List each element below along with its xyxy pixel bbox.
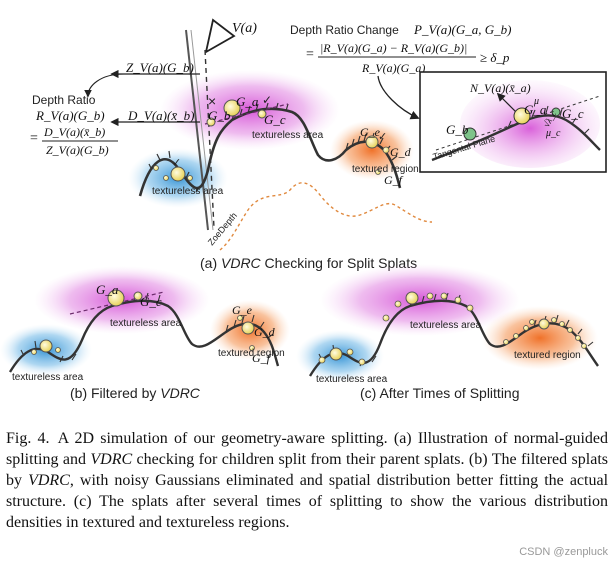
caption-emph-1: VDRC <box>90 451 133 468</box>
caption-text-2: checking for children split from their p… <box>6 451 608 489</box>
zoedepth-label: ZoeDepth <box>206 211 239 248</box>
label-gd: G_d <box>390 145 412 159</box>
inset-box: Tangental Plane N_V(a)(x̄_a) G_b G_a G_c… <box>419 71 607 173</box>
zoedepth-curve <box>219 182 433 251</box>
panel-a-title: (a) VDRC Checking for Split Splats <box>200 255 417 271</box>
depth-ratio-change-numerator: |R_V(a)(G_a) − R_V(a)(G_b)| <box>320 41 467 55</box>
figure-caption: Fig. 4.A 2D simulation of our geometry-a… <box>6 428 608 533</box>
depth-ratio-change-title: Depth Ratio Change <box>290 23 399 37</box>
accept-mark-orange: ✓ <box>378 131 387 143</box>
surface-curve-c <box>308 299 599 377</box>
figure-4: V(a) ZoeDepth G_a G_b G_c × ✓ ✓ G_e G_d … <box>0 18 607 401</box>
depth-ratio-denominator: Z_V(a)(G_b) <box>46 143 109 157</box>
accept-mark-gc: ✓ <box>262 93 272 107</box>
caption-emph-2: VDRC <box>28 472 70 489</box>
region-label-a-3: textured region <box>352 164 419 175</box>
reject-mark: × <box>208 93 216 109</box>
label-gc: G_c <box>264 112 286 127</box>
depth-ratio-equals: = <box>30 131 38 146</box>
b-label-gc: G_c <box>140 294 162 309</box>
label-gb: G_b <box>208 108 231 123</box>
caption-prefix: Fig. 4. <box>6 430 50 447</box>
region-label-a-1: textureless area <box>252 130 324 141</box>
depth-ratio-change-denominator: R_V(a)(G_a) <box>361 61 425 75</box>
depth-gb-label: Z_V(a)(G_b) <box>126 60 194 75</box>
label-gf: G_f <box>384 173 404 187</box>
inset-gc: G_c <box>562 106 584 121</box>
label-ga: G_a <box>236 94 259 109</box>
depth-ratio-change-symbol: P_V(a)(G_a, G_b) <box>413 22 511 37</box>
splat-orange-main <box>365 135 379 149</box>
depth-ratio-change-formula: Depth Ratio Change P_V(a)(G_a, G_b) = |R… <box>290 22 511 75</box>
change-arrow <box>377 75 420 120</box>
b-label-gd: G_d <box>254 325 276 339</box>
panel-a: V(a) ZoeDepth G_a G_b G_c × ✓ ✓ G_e G_d … <box>30 18 607 271</box>
splat-ga <box>223 99 241 117</box>
region-label-a-2: textureless area <box>152 186 224 197</box>
caption-text-3: , with noisy Gaussians eliminated and sp… <box>6 472 609 531</box>
camera-icon <box>204 18 236 54</box>
inset-mu-c: μ_c <box>545 128 561 139</box>
b-label-ga: G_a <box>96 282 119 297</box>
region-label-b-3: textured region <box>218 348 285 359</box>
inset-surface <box>431 114 601 162</box>
inset-ga: G_a <box>524 102 547 117</box>
region-label-c-1: textureless area <box>410 320 482 331</box>
depth-ratio-title: Depth Ratio <box>32 93 96 107</box>
principal-axis <box>204 103 289 125</box>
depth-ratio-formula: Depth Ratio R_V(a)(G_b) = D_V(a)(x̄_b) Z… <box>30 93 118 157</box>
depth-xb-label: D_V(a)(x̄_b) <box>127 108 194 123</box>
inset-mu: μ <box>533 96 539 107</box>
magenta-glow <box>160 70 340 150</box>
region-label-c-2: textureless area <box>316 374 388 385</box>
panel-b-title: (b) Filtered by VDRC <box>70 385 201 401</box>
depth-ratio-change-equals: = <box>306 47 314 62</box>
camera-ray <box>204 49 215 229</box>
splat-gc <box>257 109 267 119</box>
label-ge: G_e <box>360 125 381 139</box>
surface-curve-b <box>8 299 280 373</box>
splat-gb <box>206 117 216 127</box>
panel-b: G_a G_c G_e G_d G_f textureless area tex… <box>0 266 290 401</box>
magenta-glow-c <box>320 264 520 336</box>
caption-text-1: A 2D simulation of our geometry-aware sp… <box>6 430 608 468</box>
camera-label: V(a) <box>232 21 257 36</box>
inset-gb: G_b <box>446 122 469 137</box>
b-label-gf: G_f <box>252 351 272 365</box>
accept-mark-blue: ✓ <box>172 157 181 169</box>
image-plane <box>185 29 209 231</box>
depth-ratio-change-relation: ≥ δ_p <box>480 50 510 65</box>
region-label-c-3: textured region <box>514 350 581 361</box>
region-label-b-2: textureless area <box>12 372 84 383</box>
panel-c-title: (c) After Times of Splitting <box>360 385 520 401</box>
b-label-ge: G_e <box>232 303 253 317</box>
watermark: CSDN @zenpluck <box>519 546 608 558</box>
depth-ratio-symbol: R_V(a)(G_b) <box>35 108 105 123</box>
depth-ratio-numerator: D_V(a)(x̄_b) <box>43 125 105 139</box>
panel-c: textureless area textureless area textur… <box>296 264 599 401</box>
orange-glow-c <box>482 306 598 370</box>
region-label-b-1: textureless area <box>110 318 182 329</box>
splat-blue-main <box>170 166 186 182</box>
inset-normal-label: N_V(a)(x̄_a) <box>469 81 531 95</box>
